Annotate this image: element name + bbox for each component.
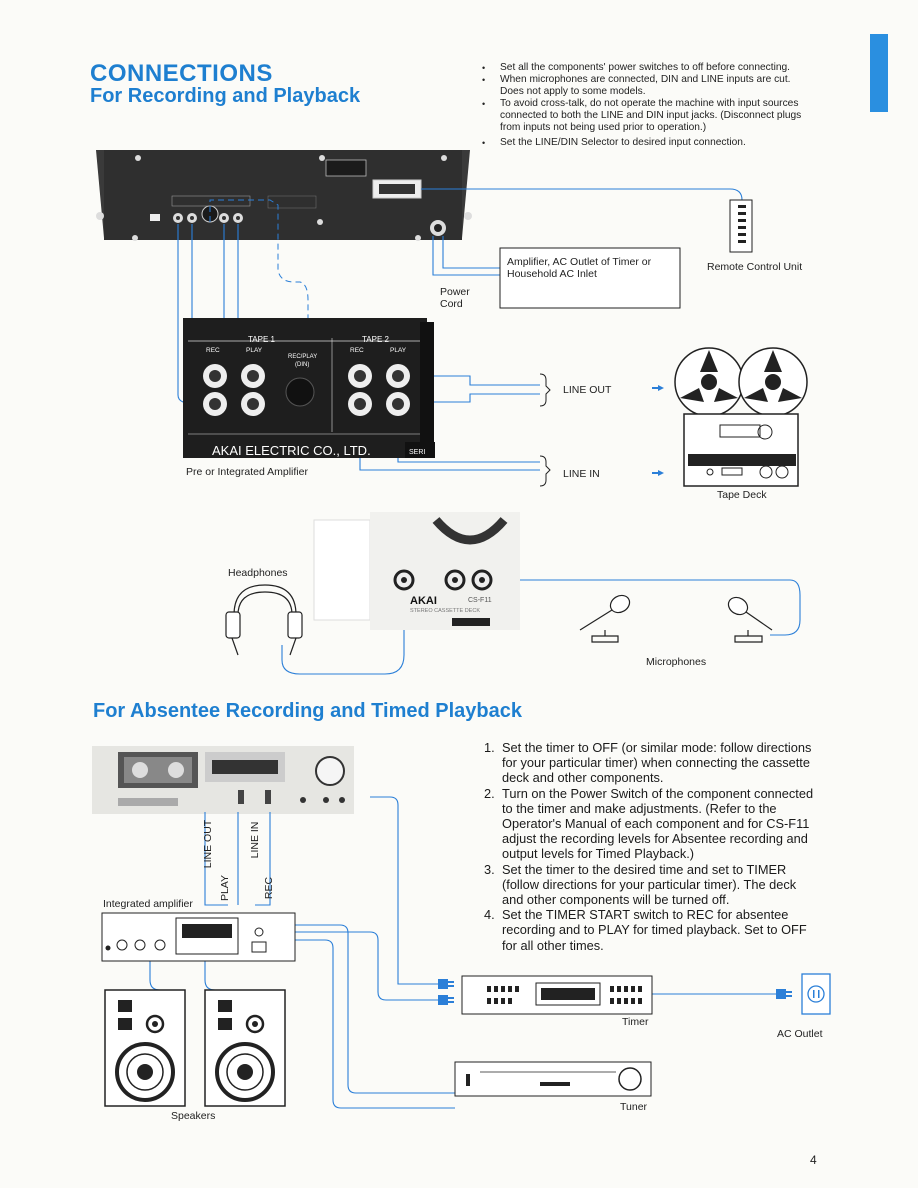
- section2-title: For Absentee Recording and Timed Playbac…: [93, 700, 523, 722]
- deck-rear-panel: [96, 150, 472, 241]
- amp-maker-label: AKAI ELECTRIC CO., LTD.: [212, 443, 371, 458]
- timer-steps: 1.Set the timer to OFF (or similar mode:…: [484, 740, 818, 953]
- seri-label: SERI: [409, 449, 425, 456]
- bullet-item: Set all the components' power switches t…: [480, 62, 815, 74]
- line-in-rotated: LINE IN: [249, 821, 261, 859]
- section-subtitle: For Recording and Playback: [90, 85, 361, 107]
- timer-connection-diagram: [92, 746, 831, 1109]
- ac-source-box: [499, 247, 681, 309]
- step-item: 2.Turn on the Power Switch of the compon…: [484, 785, 814, 862]
- ac-outlet-label: AC Outlet: [777, 1028, 823, 1040]
- speaker-icon: [104, 989, 186, 1107]
- arrow-icon: [652, 470, 664, 476]
- timer-label: Timer: [622, 1016, 649, 1028]
- play2-label: PLAY: [390, 347, 407, 354]
- line-in-label: LINE IN: [563, 468, 600, 480]
- line-out-rotated: LINE OUT: [202, 819, 214, 869]
- headphones-label: Headphones: [228, 567, 288, 579]
- ac-outlet-icon: [801, 973, 831, 1015]
- tape-deck-label: Tape Deck: [717, 489, 767, 501]
- amplifier-rear-panel: [183, 318, 435, 458]
- play-rotated: PLAY: [219, 874, 231, 902]
- plug-icon: [438, 979, 454, 989]
- ac-source-label: Amplifier, AC Outlet of Timer or Househo…: [507, 256, 652, 280]
- page-number: 4: [810, 1153, 817, 1167]
- reel-to-reel-deck-icon: [674, 347, 808, 487]
- arrow-icon: [652, 385, 664, 391]
- plug-icon: [438, 995, 454, 1005]
- pre-amp-label: Pre or Integrated Amplifier: [186, 466, 308, 478]
- headphones-icon: [225, 584, 303, 656]
- rec-rotated: REC: [263, 876, 275, 900]
- tape1-label: TAPE 1: [248, 335, 276, 344]
- page-title: CONNECTIONS: [90, 60, 273, 87]
- step-item: 1.Set the timer to OFF (or similar mode:…: [484, 740, 812, 786]
- line-in-brace: [539, 455, 551, 487]
- rec-label: REC: [206, 347, 220, 354]
- deck-model: CS-F11: [468, 597, 492, 604]
- remote-label: Remote Control Unit: [707, 261, 803, 273]
- microphone-icon: [579, 594, 631, 643]
- microphones-label: Microphones: [646, 656, 707, 668]
- power-cord-label: Power Cord: [440, 286, 470, 310]
- deck-subtitle: STEREO CASSETTE DECK: [410, 608, 480, 614]
- speaker-icon: [204, 989, 286, 1107]
- play-label: PLAY: [246, 347, 263, 354]
- remote-control-unit: [729, 199, 753, 253]
- deck-brand: AKAI: [410, 595, 437, 607]
- instruction-bullets: Set all the components' power switches t…: [480, 62, 815, 149]
- integrated-amp-label: Integrated amplifier: [103, 898, 193, 910]
- tuner-icon: [454, 1061, 652, 1097]
- cassette-deck-photo: [92, 746, 354, 814]
- timer-icon: [461, 975, 653, 1015]
- cassette-deck-front: [313, 512, 520, 630]
- recplay-label: REC/PLAY: [288, 354, 317, 360]
- din-label: (DIN): [295, 362, 309, 368]
- bullet-item: To avoid cross-talk, do not operate the …: [480, 98, 815, 134]
- rec2-label: REC: [350, 347, 364, 354]
- plug-icon: [776, 989, 792, 999]
- microphone-icon: [727, 596, 773, 643]
- step-item: 4.Set the TIMER START switch to REC for …: [484, 907, 807, 953]
- line-out-brace: [539, 373, 551, 407]
- speakers-label: Speakers: [171, 1110, 216, 1122]
- step-item: 3.Set the timer to the desired time and …: [484, 861, 797, 908]
- bullet-item: When microphones are connected, DIN and …: [480, 74, 815, 98]
- edge-tab: [870, 34, 888, 112]
- tuner-label: Tuner: [620, 1101, 648, 1113]
- bullet-item: Set the LINE/DIN Selector to desired inp…: [480, 137, 815, 149]
- line-out-label: LINE OUT: [563, 384, 612, 396]
- recording-connection-diagram: TAPE 1 TAPE 2 REC PLAY REC/PLAY (DIN) RE…: [96, 150, 808, 675]
- integrated-amplifier-icon: [101, 912, 296, 962]
- tape2-label: TAPE 2: [362, 335, 390, 344]
